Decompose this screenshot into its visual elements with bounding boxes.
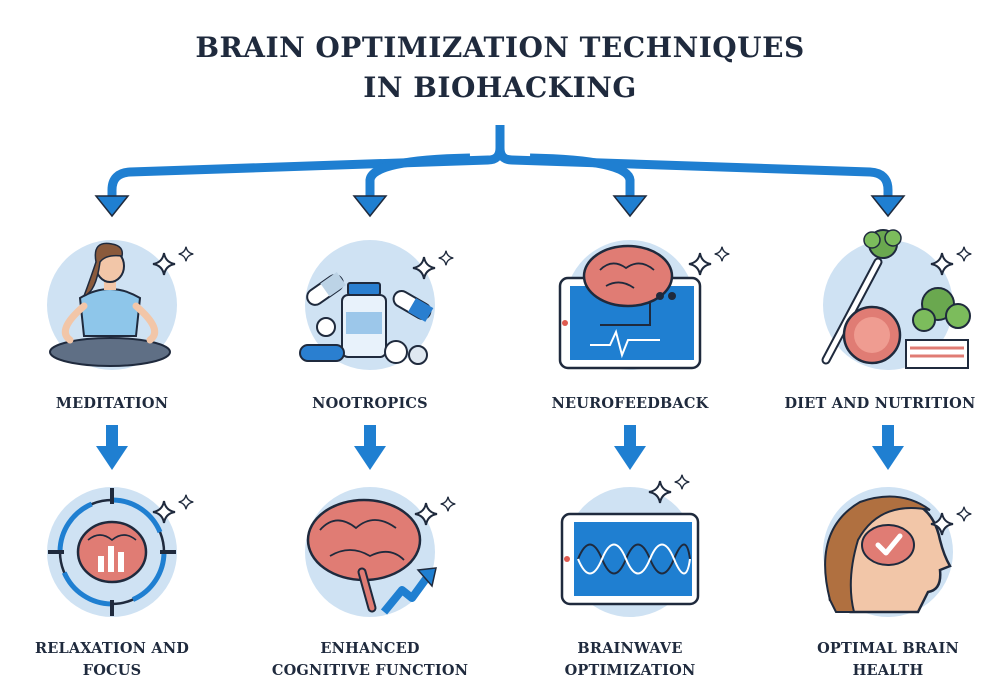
technique-label-nootropics: NOOTROPICS <box>250 393 490 415</box>
outcome-label-brainwave: BRAINWAVE OPTIMIZATION <box>510 638 750 682</box>
brain-growth-icon <box>305 487 456 617</box>
arrowhead <box>352 195 388 218</box>
down-arrow-4 <box>872 425 904 470</box>
arrowhead <box>870 195 906 218</box>
outcome-label-cognitive: ENHANCED COGNITIVE FUNCTION <box>250 638 490 682</box>
label-line: FOCUS <box>82 662 142 679</box>
label-line: MEDITATION <box>55 395 169 412</box>
label-line: OPTIMAL BRAIN <box>817 640 959 657</box>
arrowhead <box>612 195 648 218</box>
page-title: BRAIN OPTIMIZATION TECHNIQUES IN BIOHACK… <box>0 28 1000 108</box>
label-line: RELAXATION AND <box>34 640 190 657</box>
arrowhead <box>94 195 130 218</box>
technique-label-meditation: MEDITATION <box>0 393 232 415</box>
outcome-label-brain-health: OPTIMAL BRAIN HEALTH <box>768 638 1000 682</box>
technique-label-neurofeedback: NEUROFEEDBACK <box>510 393 750 415</box>
pills-icon <box>299 240 454 370</box>
healthy-head-icon <box>823 487 972 617</box>
down-arrows <box>96 425 904 470</box>
label-line: BRAINWAVE <box>577 640 683 657</box>
label-line: NOOTROPICS <box>312 395 428 412</box>
label-line: OPTIMIZATION <box>564 662 696 679</box>
title-line-2: IN BIOHACKING <box>363 71 637 104</box>
down-arrow-1 <box>96 425 128 470</box>
label-line: NEUROFEEDBACK <box>551 395 709 412</box>
food-icon <box>821 229 972 370</box>
down-arrow-3 <box>614 425 646 470</box>
outcome-label-relaxation: RELAXATION AND FOCUS <box>0 638 232 682</box>
connector-arrows <box>94 125 906 218</box>
meditation-icon <box>47 240 194 370</box>
label-line: DIET AND NUTRITION <box>784 395 976 412</box>
title-line-1: BRAIN OPTIMIZATION TECHNIQUES <box>195 31 805 64</box>
label-line: COGNITIVE FUNCTION <box>271 662 469 679</box>
focused-brain-icon <box>47 487 194 617</box>
brain-monitor-icon <box>558 240 730 370</box>
technique-label-diet: DIET AND NUTRITION <box>760 393 1000 415</box>
label-line: HEALTH <box>852 662 924 679</box>
brainwave-screen-icon <box>560 474 700 617</box>
label-line: ENHANCED <box>320 640 420 657</box>
down-arrow-2 <box>354 425 386 470</box>
